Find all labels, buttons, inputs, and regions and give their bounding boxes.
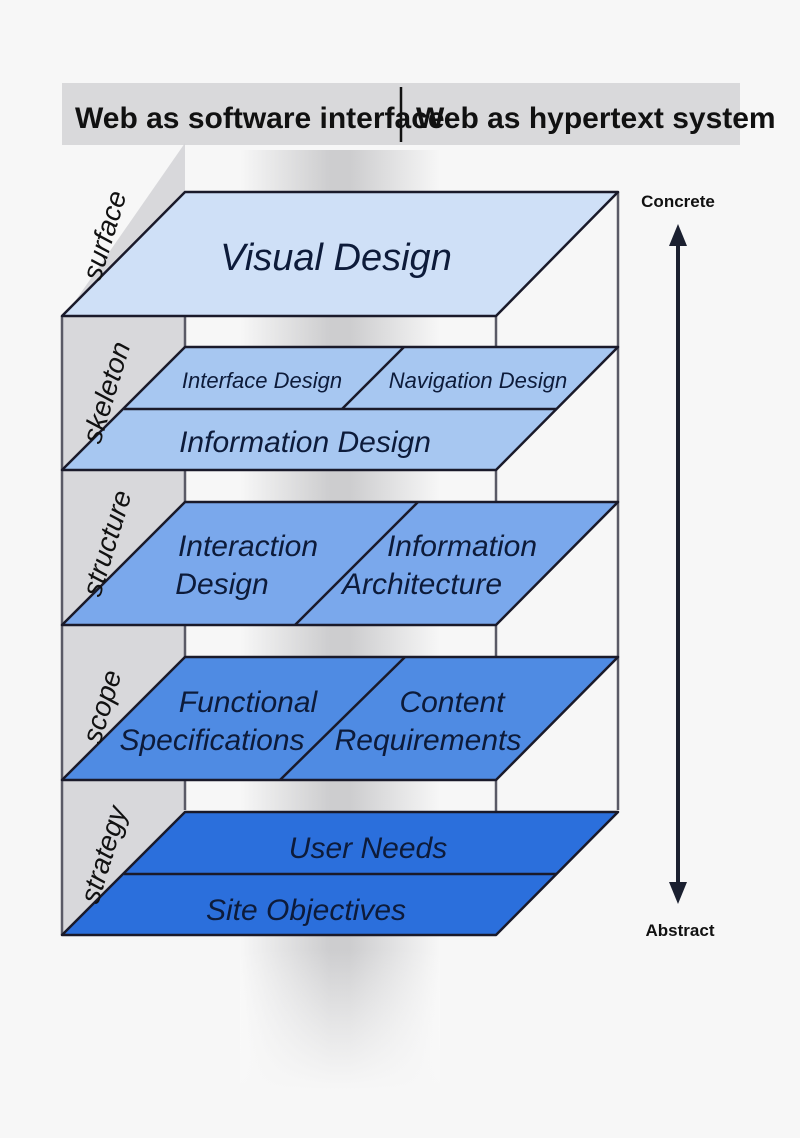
- axis-arrow-down-icon: [669, 882, 687, 904]
- interface-design-label: Interface Design: [182, 368, 342, 393]
- axis-arrow-up-icon: [669, 224, 687, 246]
- header-bar: Web as software interface Web as hyperte…: [62, 83, 776, 145]
- axis-bottom-label: Abstract: [646, 921, 715, 940]
- content-requirements-label-line1: Content: [399, 686, 506, 719]
- site-objectives-label: Site Objectives: [206, 894, 406, 927]
- information-design-label: Information Design: [179, 426, 431, 459]
- skeleton-vertical-divider: [341, 346, 405, 410]
- scope-plane-surface: [60, 655, 620, 782]
- user-needs-label: User Needs: [289, 832, 447, 865]
- visual-design-label: Visual Design: [220, 237, 452, 279]
- interaction-design-label-line2: Design: [175, 568, 268, 601]
- plane-surface: surface Visual Design: [60, 187, 620, 318]
- functional-specifications-label-line2: Specifications: [119, 724, 304, 757]
- content-requirements-label-line2: Requirements: [335, 724, 522, 757]
- scope-divider: [279, 656, 406, 781]
- interaction-design-label-line1: Interaction: [178, 530, 318, 563]
- structure-plane-surface: [60, 500, 620, 627]
- functional-specifications-label-line1: Functional: [179, 686, 319, 719]
- surface-plane-surface: [60, 190, 620, 318]
- header-left-label: Web as software interface: [75, 102, 445, 135]
- concrete-abstract-axis: Concrete Abstract: [641, 192, 715, 940]
- axis-top-label: Concrete: [641, 192, 715, 211]
- information-architecture-label-line1: Information: [387, 530, 537, 563]
- header-right-label: Web as hypertext system: [416, 102, 776, 135]
- navigation-design-label: Navigation Design: [389, 368, 568, 393]
- plane-structure: structure Interaction Design Information…: [60, 470, 620, 627]
- plane-scope: scope Functional Specifications Content …: [60, 627, 620, 782]
- structure-divider: [294, 501, 419, 626]
- information-architecture-label-line2: Architecture: [340, 568, 502, 601]
